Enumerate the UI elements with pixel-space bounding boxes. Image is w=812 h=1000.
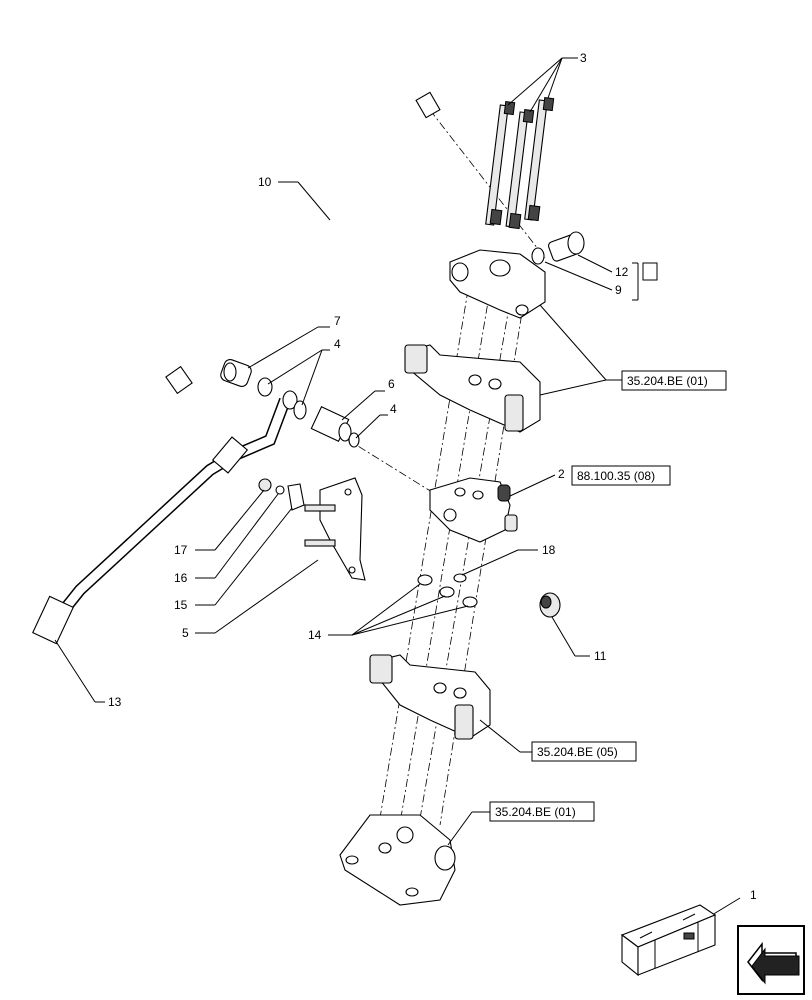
hose-13: [32, 390, 298, 645]
callout-4a: 4: [334, 337, 341, 351]
callout-2: 2: [558, 467, 565, 481]
callout-8-box: [642, 262, 658, 281]
callout-9: 9: [615, 283, 622, 297]
kit-box-icon: [620, 904, 717, 977]
valve-section-upper: [404, 344, 541, 433]
valve-section-lower: [369, 654, 491, 740]
ref-top-label[interactable]: 35.204.BE (01): [627, 374, 708, 388]
seal-rings-14: [417, 574, 478, 608]
o-ring-9: [531, 247, 545, 265]
callout-17: 17: [174, 543, 188, 557]
valve-section-2: [429, 477, 518, 543]
ref-low-label[interactable]: 35.204.BE (05): [537, 745, 618, 759]
nut-17: [258, 478, 272, 492]
seal-washer-4b: [293, 400, 307, 420]
callout-15: 15: [174, 598, 188, 612]
pipe-10: [146, 78, 441, 400]
tie-rods: [485, 97, 555, 230]
seal-washer-4c: [348, 432, 360, 448]
adapter-6: [310, 406, 352, 442]
callout-labels: 3 10 12 9 8 7 4 6 4 2 18 17 16 15 5 14 1…: [108, 51, 757, 902]
leader-lines: [54, 57, 741, 916]
callout-11: 11: [594, 649, 607, 663]
callout-12: 12: [615, 265, 629, 279]
callout-13: 13: [108, 695, 122, 709]
elbow-fitting-12: [548, 231, 585, 262]
callout-4b: 4: [390, 402, 397, 416]
callout-6: 6: [388, 377, 395, 391]
callout-1: 1: [750, 888, 757, 902]
callout-18: 18: [542, 543, 556, 557]
callout-3: 3: [580, 51, 587, 65]
washer-16: [275, 485, 285, 495]
callout-5: 5: [182, 626, 189, 640]
ref-bottom-label[interactable]: 35.204.BE (01): [495, 805, 576, 819]
ref-mid-label[interactable]: 88.100.35 (08): [577, 469, 655, 483]
callout-10: 10: [258, 175, 272, 189]
end-cover-bottom: [339, 814, 456, 906]
bracket-5: [304, 477, 366, 581]
callout-7: 7: [334, 314, 341, 328]
seal-washer-4a: [257, 377, 273, 397]
reference-boxes: 35.204.BE (01) 88.100.35 (08) 35.204.BE …: [489, 262, 727, 822]
arrow-left-icon[interactable]: [737, 925, 805, 995]
callout-16: 16: [174, 571, 188, 585]
callout-14: 14: [308, 628, 322, 642]
seal-ring-18: [453, 573, 467, 583]
clip-15: [287, 483, 305, 511]
plug-11: [539, 592, 561, 618]
fitting-7: [220, 359, 252, 387]
end-cover-top: [449, 249, 546, 319]
